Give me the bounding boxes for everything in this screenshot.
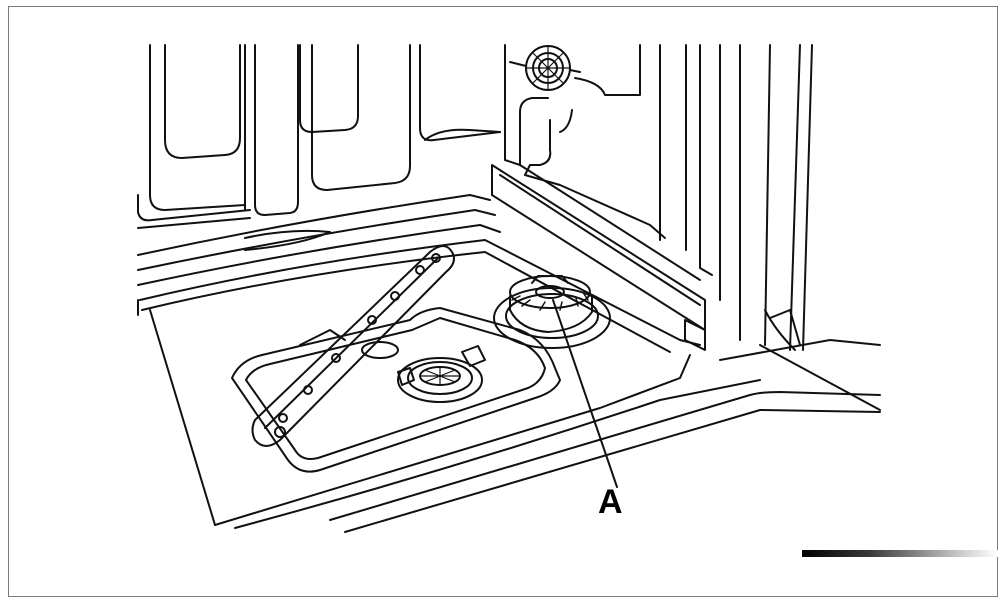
door-edge bbox=[329, 309, 881, 533]
back-wall-panels bbox=[137, 44, 501, 229]
callout-label-a: A bbox=[598, 483, 623, 521]
tub-floor bbox=[137, 194, 761, 529]
lower-spray-arm bbox=[251, 245, 455, 447]
central-filter bbox=[361, 341, 486, 403]
salt-container-cap bbox=[493, 275, 611, 349]
upper-spray-hub bbox=[509, 45, 581, 91]
basket-rail bbox=[491, 164, 706, 351]
gradient-bar bbox=[802, 550, 998, 557]
side-wall bbox=[504, 44, 813, 351]
callout-leader-line bbox=[552, 299, 618, 488]
